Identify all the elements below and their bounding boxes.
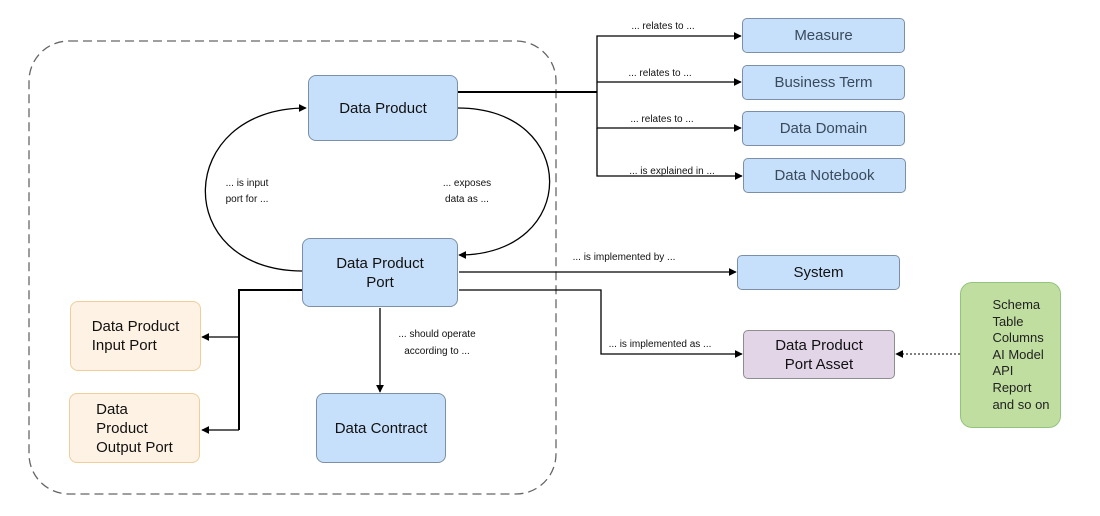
data-contract-node[interactable]: Data Contract bbox=[316, 393, 446, 463]
asset-type-item: Columns bbox=[992, 330, 1044, 346]
data-product-node[interactable]: Data Product bbox=[308, 75, 458, 141]
label-implemented-as: ... is implemented as ... bbox=[609, 339, 712, 350]
input-port-node[interactable]: Data Product Input Port bbox=[70, 301, 201, 371]
edge-relates-to-measure bbox=[596, 32, 742, 92]
asset-type-item: Schema bbox=[992, 297, 1041, 312]
label-exposes-data-as-line2: data as ... bbox=[445, 194, 489, 205]
data-product-boundary bbox=[28, 40, 557, 495]
asset-type-item: Table bbox=[992, 313, 1024, 329]
data-notebook-node[interactable]: Data Notebook bbox=[743, 158, 906, 193]
data-contract-label: Data Contract bbox=[334, 419, 428, 437]
business-term-label: Business Term bbox=[774, 74, 873, 91]
label-relates-to-measure: ... relates to ... bbox=[631, 21, 694, 32]
data-product-port-node[interactable]: Data Product Port bbox=[302, 238, 458, 307]
business-term-node[interactable]: Business Term bbox=[742, 65, 905, 100]
measure-label: Measure bbox=[794, 27, 853, 44]
label-relates-to-business-term: ... relates to ... bbox=[628, 68, 691, 79]
label-is-input-port-for-line1: ... is input bbox=[226, 178, 269, 189]
edge-port-branch bbox=[238, 289, 302, 430]
port-asset-label: Data Product Port Asset bbox=[775, 336, 863, 373]
label-implemented-by: ... is implemented by ... bbox=[573, 252, 676, 263]
edge-exposes-data-as bbox=[457, 107, 551, 259]
data-product-label: Data Product bbox=[339, 99, 427, 117]
asset-type-item: AI Model bbox=[992, 346, 1044, 362]
measure-node[interactable]: Measure bbox=[742, 18, 905, 53]
edge-explained-in bbox=[596, 128, 743, 180]
system-node[interactable]: System bbox=[737, 255, 900, 290]
label-is-input-port-for-line2: port for ... bbox=[226, 194, 269, 205]
data-domain-node[interactable]: Data Domain bbox=[742, 111, 905, 146]
output-port-label: Data Product Output Port bbox=[96, 400, 173, 456]
port-asset-node[interactable]: Data Product Port Asset bbox=[743, 330, 895, 379]
label-explained-in: ... is explained in ... bbox=[629, 166, 715, 177]
asset-type-item: and so on bbox=[992, 396, 1050, 412]
asset-type-item: API bbox=[992, 363, 1014, 379]
asset-type-item: Report bbox=[992, 379, 1032, 395]
label-should-operate-line2: according to ... bbox=[404, 346, 470, 357]
asset-types-list: Schema Table Columns AI Model API Report… bbox=[992, 297, 1049, 413]
asset-types-node[interactable]: Schema Table Columns AI Model API Report… bbox=[960, 282, 1061, 428]
label-exposes-data-as-line1: ... exposes bbox=[443, 178, 491, 189]
input-port-label: Data Product Input Port bbox=[91, 318, 180, 354]
edge-implemented-as bbox=[459, 289, 743, 358]
data-product-port-label: Data Product Port bbox=[336, 254, 424, 291]
system-label: System bbox=[793, 264, 844, 281]
label-should-operate-line1: ... should operate bbox=[398, 329, 476, 340]
output-port-node[interactable]: Data Product Output Port bbox=[69, 393, 200, 463]
data-domain-label: Data Domain bbox=[779, 120, 868, 137]
edge-is-input-port-for bbox=[204, 104, 307, 272]
label-relates-to-data-domain: ... relates to ... bbox=[630, 114, 693, 125]
data-notebook-label: Data Notebook bbox=[774, 167, 875, 184]
